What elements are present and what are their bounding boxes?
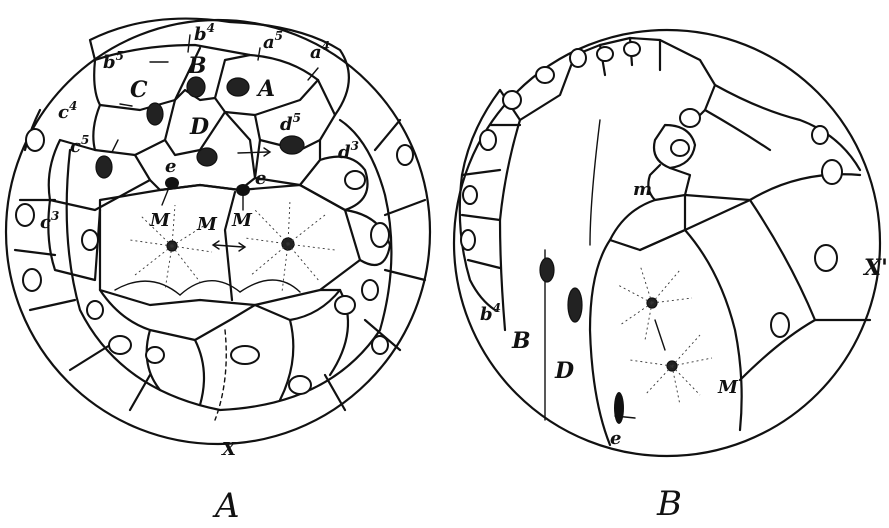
nucleus [397,145,413,165]
M-cell-right-wall [640,230,742,430]
nucleus [503,91,521,109]
nucleus-C [147,103,163,125]
label-C: C [130,77,148,103]
nucleus [289,376,311,394]
nucleus [362,280,378,300]
ring-wall [130,375,150,410]
nucleus [812,126,828,144]
nucleus [771,313,789,337]
ring-wall [70,345,110,370]
ring-wall [375,120,400,150]
nucleus [23,269,41,291]
cell-below-m [610,195,685,250]
nucleus-B [540,258,554,282]
label-B: B [187,53,207,79]
label-d3: d3 [338,139,359,163]
nucleus [680,109,700,127]
label-M-right: M [231,210,253,231]
axis-label-X: X [221,439,237,460]
top-cells [500,55,575,120]
arc-1 [115,281,180,295]
nucleus [463,186,477,204]
axis-label-X-prime: X' [862,255,888,281]
M-cell-left-wall [590,240,610,445]
aster-right [245,200,335,292]
ring-wall [325,375,345,410]
label-c3: c3 [40,209,59,233]
nucleus-A [227,78,249,96]
nucleus [146,347,164,363]
cell-m [648,165,690,200]
D-upper-boundary [590,120,600,245]
nucleus [231,346,259,364]
midline [215,330,226,420]
label-M: M [717,377,739,398]
figure-a-top-cap [90,19,349,115]
figure-b-embryo: b4 B D M m e X' [454,30,888,456]
nucleus [335,296,355,314]
right-cell-wall-3 [685,200,750,230]
label-e-left: e [165,156,176,177]
aster-b-upper [618,265,692,340]
ring-wall [30,300,75,310]
right-wall-2 [705,110,770,150]
nucleus [109,336,131,354]
nucleus-B [187,77,205,97]
nucleus-e [614,392,624,424]
nucleus [87,301,103,319]
nucleus [345,171,365,189]
nucleus-e-left [165,177,179,189]
arc-3 [240,280,300,292]
nucleus [480,130,496,150]
nucleus-D [568,288,582,322]
ring-wall [15,250,55,255]
label-D: D [554,358,574,384]
nucleus [822,160,842,184]
right-cell-wall-2 [750,200,870,320]
nucleus [536,67,554,83]
ring-wall [385,200,425,215]
label-c4: c4 [58,99,77,123]
nucleus [26,129,44,151]
nucleus-D [197,148,217,166]
nucleus [371,223,389,247]
label-a5: a5 [263,29,283,53]
nucleus-d5 [280,136,304,154]
label-A: A [256,76,275,102]
label-d5: d5 [280,111,301,135]
panel-label-A: A [212,486,240,526]
label-a4: a4 [310,39,330,63]
figure-a-embryo: A B C D M a5 a4 b4 b5 c4 c5 c3 d3 d5 e e… [6,19,430,460]
nucleus [815,245,837,271]
left-column-wall [500,120,520,330]
label-M-left: M [149,210,171,231]
aster-b-lower [630,335,712,405]
label-e: e [610,428,621,449]
spindle [655,320,665,350]
label-D: D [189,114,209,140]
nucleus-c5 [96,156,112,178]
nucleus [82,230,98,250]
label-c5: c5 [70,133,89,157]
nucleus [372,336,388,354]
nucleus [671,140,689,156]
label-e-right: e [255,168,266,189]
label-b4: b4 [194,21,215,45]
nucleus [461,230,475,250]
label-M-center: M [196,214,218,235]
label-b5: b5 [103,49,124,73]
nucleus [624,42,640,56]
nucleus [16,204,34,226]
label-B: B [511,328,531,354]
label-m: m [633,179,652,200]
nucleus [570,49,586,67]
label-b4: b4 [480,301,501,325]
panel-label-B: B [656,484,682,524]
nucleus [597,47,613,61]
lower-mid-cell [195,340,204,405]
